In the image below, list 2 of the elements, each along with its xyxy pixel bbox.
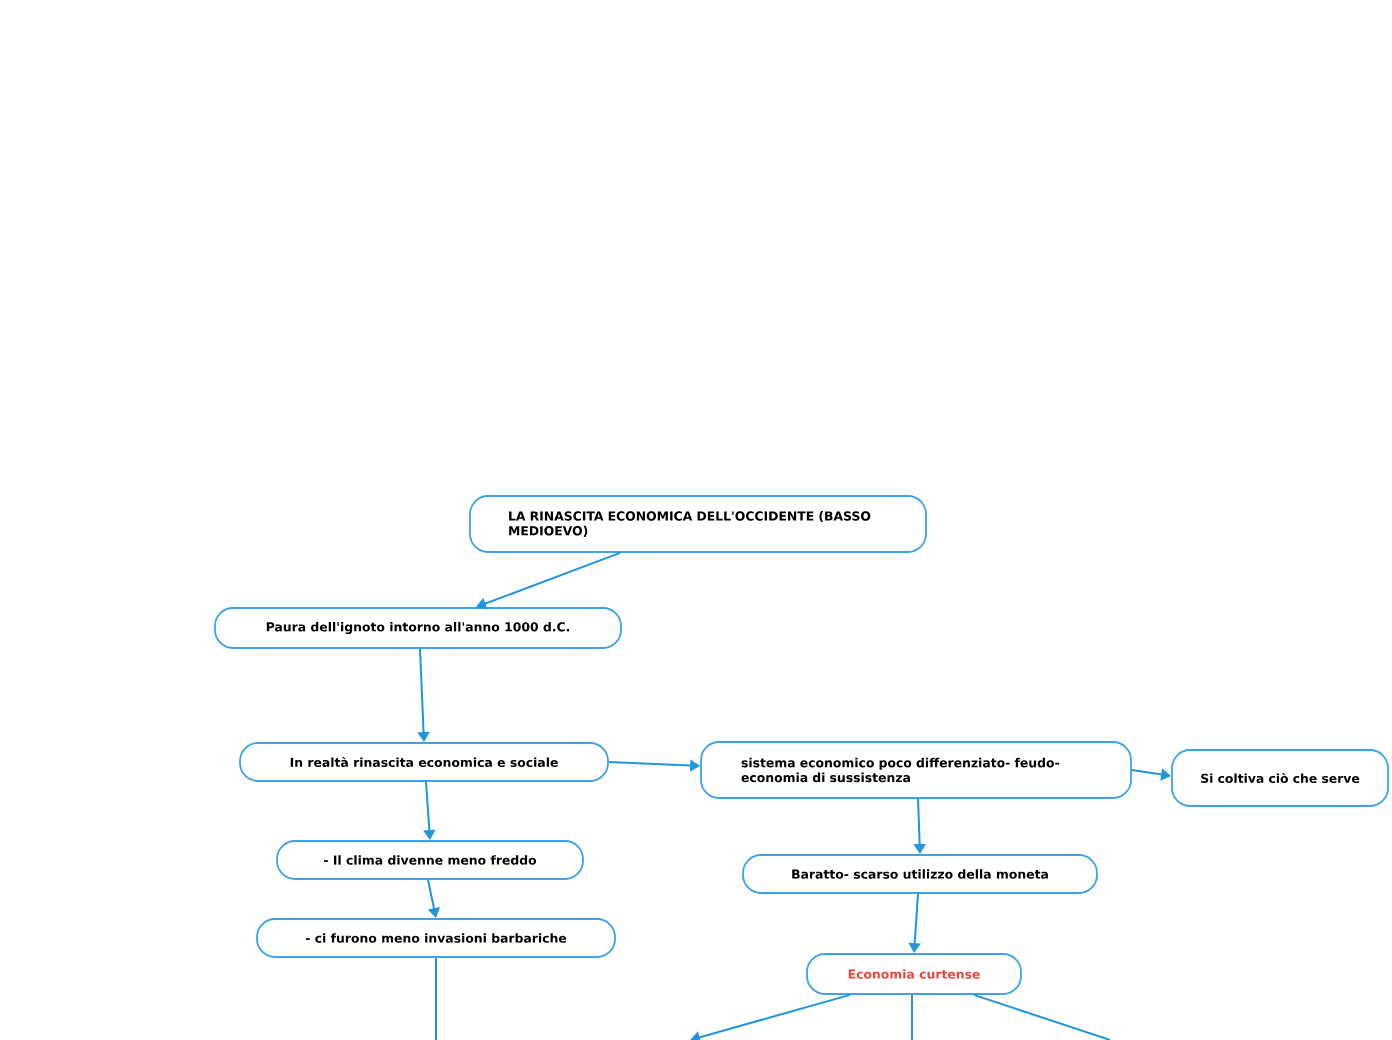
arrow — [690, 993, 851, 1040]
arrow — [476, 551, 621, 610]
